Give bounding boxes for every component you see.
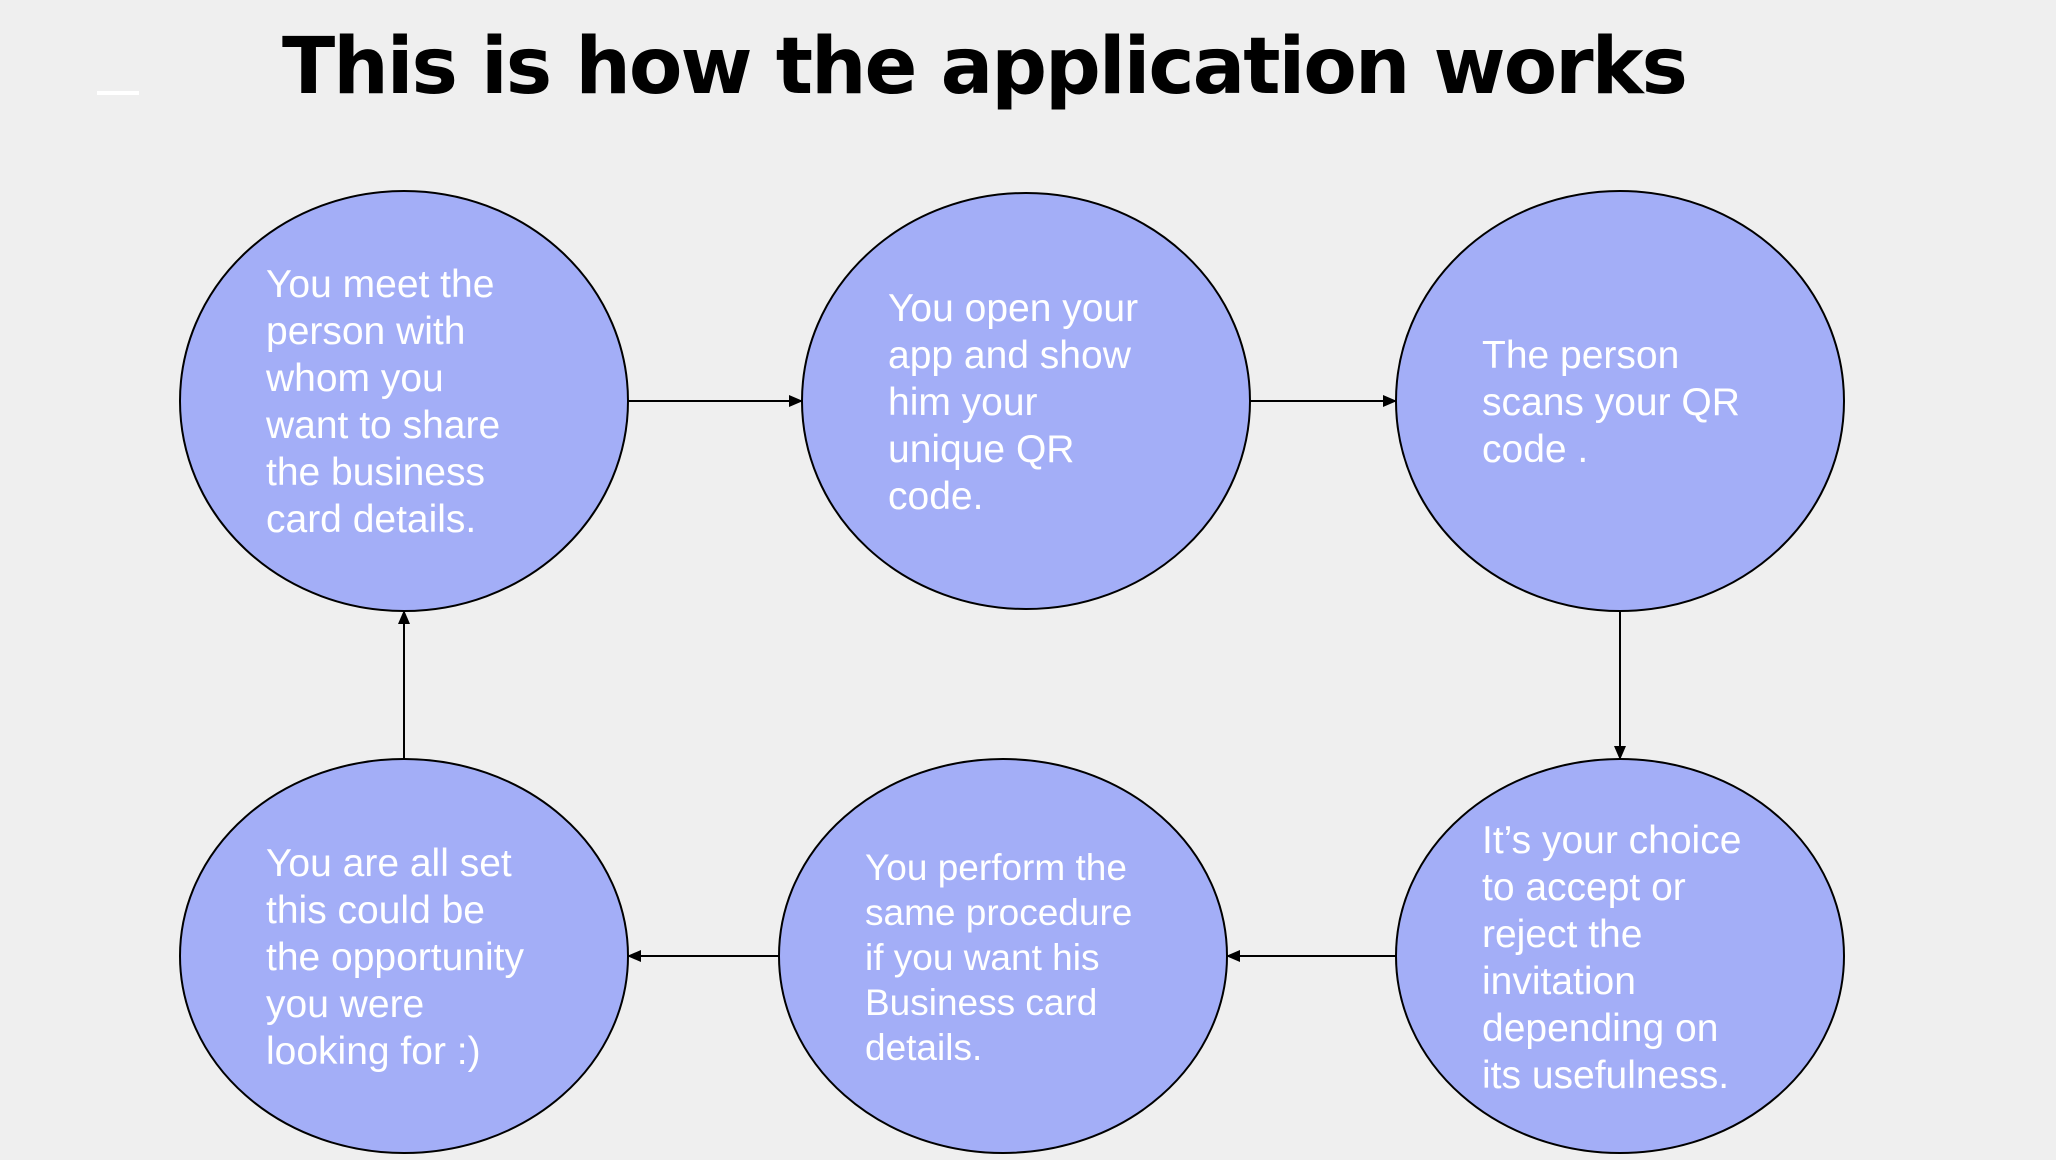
node-text-meet: You meet the person with whom you want t… [266,263,501,541]
node-text-choice: It’s your choice to accept or reject the… [1482,819,1742,1097]
node-choice [1395,758,1845,1154]
node-text-scan: The person scans your QR code . [1482,334,1740,471]
node-scan [1395,190,1845,612]
slide-dash-marker [97,91,139,95]
node-meet [179,190,629,612]
node-same-procedure [778,758,1228,1154]
node-text-all-set: You are all set this could be the opport… [266,842,525,1073]
node-text-same-procedure: You perform the same procedure if you wa… [865,847,1133,1068]
node-open-app [801,192,1251,610]
node-text-open-app: You open your app and show him your uniq… [888,287,1139,518]
slide-title: This is how the application works [282,22,1688,112]
node-all-set [179,758,629,1154]
